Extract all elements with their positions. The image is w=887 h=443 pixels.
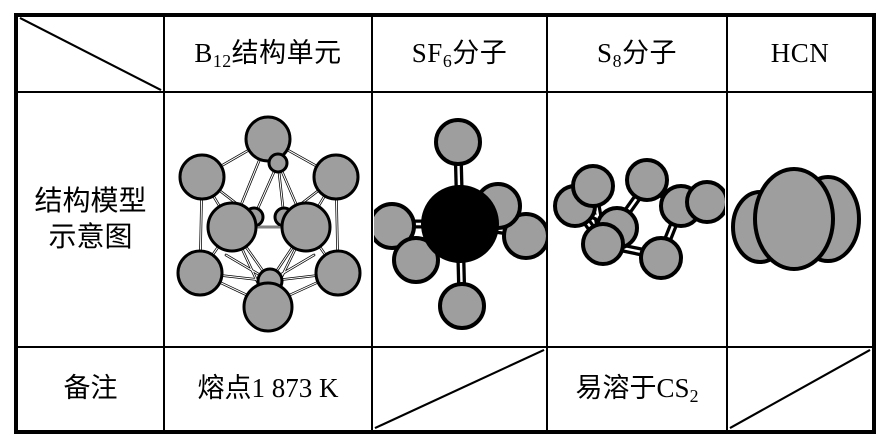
row-label-note-text: 备注 [63, 373, 118, 404]
cell-note-sf6 [371, 346, 548, 433]
s8-crown-ring-model-icon [553, 157, 725, 280]
diagonal-slash-icon [19, 17, 162, 91]
cell-model-s8 [546, 91, 728, 348]
header-corner-cell [15, 14, 165, 93]
table-row: 结构模型 示意图 [15, 91, 875, 348]
row-label-line-2: 示意图 [48, 221, 133, 253]
table-header-row: B12结构单元 SF6分子 S8分子 HCN [15, 14, 875, 93]
b12-icosahedron-model-icon [176, 115, 362, 332]
header-label-s8: S8分子 [597, 38, 677, 72]
sf6-octahedral-model-icon [373, 117, 546, 330]
header-cell-sf6: SF6分子 [371, 14, 548, 93]
note-text-b12: 熔点1 873 K [197, 373, 339, 404]
header-cell-b12: B12结构单元 [163, 14, 373, 93]
cell-model-b12 [163, 91, 373, 348]
header-label-sf6: SF6分子 [411, 38, 508, 72]
header-label-hcn: HCN [770, 38, 830, 69]
note-text-s8: 易溶于CS2 [575, 373, 699, 407]
header-cell-hcn: HCN [726, 14, 875, 93]
cell-note-b12: 熔点1 873 K [163, 346, 373, 433]
diagonal-slash-icon [729, 349, 871, 429]
header-label-b12: B12结构单元 [194, 38, 342, 72]
cell-model-sf6 [371, 91, 548, 348]
structure-models-table: B12结构单元 SF6分子 S8分子 HCN 结构模型 示意图 [14, 13, 876, 434]
table-row: 备注 熔点1 873 K 易溶于CS2 [15, 346, 875, 433]
row-label-structure-model: 结构模型 示意图 [15, 91, 165, 348]
cell-note-hcn [726, 346, 875, 433]
diagonal-slash-icon [374, 348, 545, 430]
row-label-line-1: 结构模型 [34, 185, 147, 217]
hcn-linear-spacefill-model-icon [731, 166, 861, 271]
row-label-note: 备注 [15, 346, 165, 433]
header-cell-s8: S8分子 [546, 14, 728, 93]
cell-model-hcn [726, 91, 875, 348]
cell-note-s8: 易溶于CS2 [546, 346, 728, 433]
